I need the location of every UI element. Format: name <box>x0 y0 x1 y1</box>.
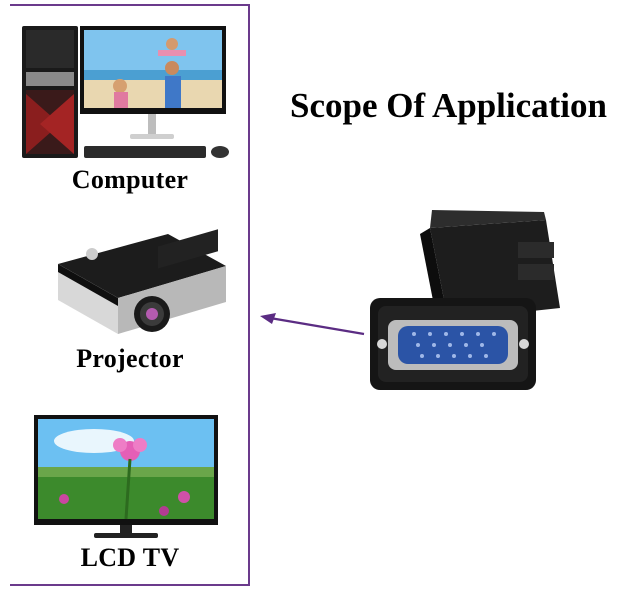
arrow-left-icon <box>260 313 365 336</box>
device-label-lcd-tv: LCD TV <box>80 543 180 572</box>
device-label-computer: Computer <box>71 165 189 194</box>
computer-icon <box>22 26 229 158</box>
devices-panel <box>10 4 250 586</box>
projector-icon <box>58 229 226 334</box>
device-label-projector: Projector <box>76 344 184 373</box>
page-title: Scope Of Application <box>290 86 607 125</box>
vga-adapter-icon <box>370 210 560 390</box>
lcd-tv-icon <box>34 415 218 538</box>
